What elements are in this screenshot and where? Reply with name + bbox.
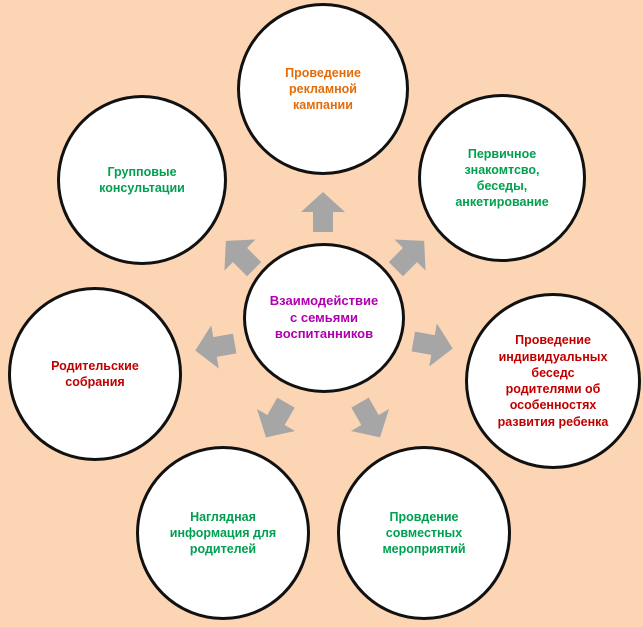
arrow-up-right-icon (388, 239, 426, 277)
arrow-left-icon (195, 325, 237, 369)
node-advertising: Проведение рекламной кампании (237, 3, 409, 175)
node-group-consultations: Групповые консультации (57, 95, 227, 265)
arrow-down-right-icon (350, 397, 390, 438)
node-visual-info: Наглядная информация для родителей (136, 446, 310, 620)
node-first-meeting: Первичное знакомтсво, беседы, анкетирова… (418, 94, 586, 262)
node-individual-talks: Проведение индивидуальных беседс родител… (465, 293, 641, 469)
arrow-down-left-icon (256, 397, 296, 438)
node-joint-events: Провдение совместных мероприятий (337, 446, 511, 620)
center-node: Взаимодействие с семьями воспитанников (243, 243, 405, 393)
arrow-up-left-icon (224, 239, 262, 277)
arrow-up-icon (301, 192, 345, 232)
arrow-right-icon (411, 323, 453, 367)
node-parent-meetings: Родительские собрания (8, 287, 182, 461)
